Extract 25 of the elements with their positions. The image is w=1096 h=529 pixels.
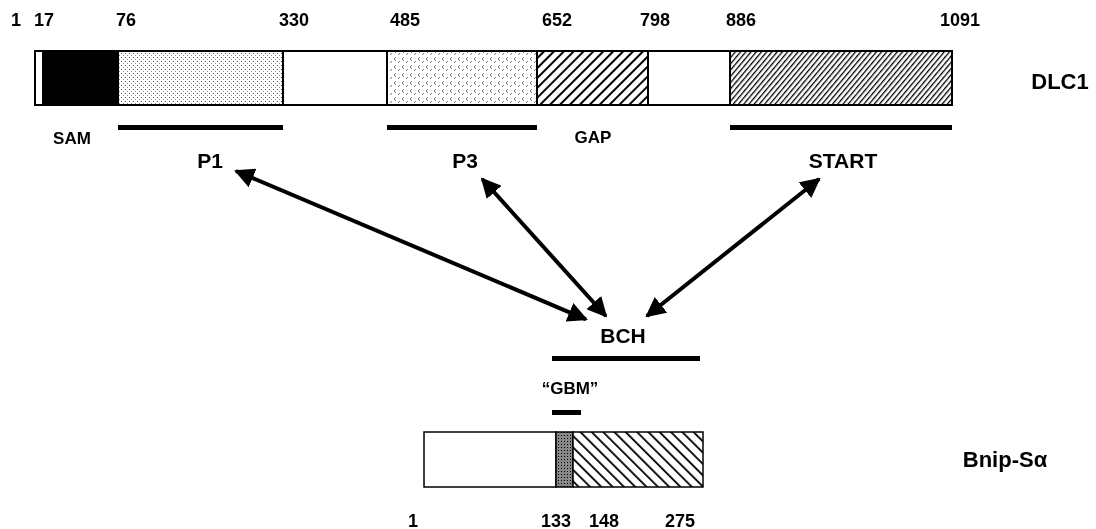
double-headed-arrow <box>234 168 588 322</box>
residue-number: 275 <box>665 512 695 529</box>
residue-number: 652 <box>542 11 572 29</box>
residue-number: 1 <box>11 11 21 29</box>
domain-label: P3 <box>452 149 478 171</box>
residue-number: 1091 <box>940 11 980 29</box>
domain-label: P1 <box>197 149 223 171</box>
domain-label: SAM <box>53 129 91 147</box>
double-headed-arrow <box>480 177 608 318</box>
residue-number: 798 <box>640 11 670 29</box>
double-headed-arrow <box>645 177 821 318</box>
motif-label: “GBM” <box>541 379 599 397</box>
residue-number: 133 <box>541 512 571 529</box>
residue-number: 148 <box>589 512 619 529</box>
protein-name: Bnip-Sα <box>962 449 1048 471</box>
residue-number: 330 <box>279 11 309 29</box>
domain-label: BCH <box>600 324 646 346</box>
domain-label: START <box>808 149 878 171</box>
residue-number: 1 <box>408 512 418 529</box>
domain-label: GAP <box>574 128 612 146</box>
residue-number: 886 <box>726 11 756 29</box>
residue-number: 76 <box>116 11 136 29</box>
residue-number: 17 <box>34 11 54 29</box>
residue-number: 485 <box>390 11 420 29</box>
protein-name: DLC1 <box>1031 71 1089 93</box>
